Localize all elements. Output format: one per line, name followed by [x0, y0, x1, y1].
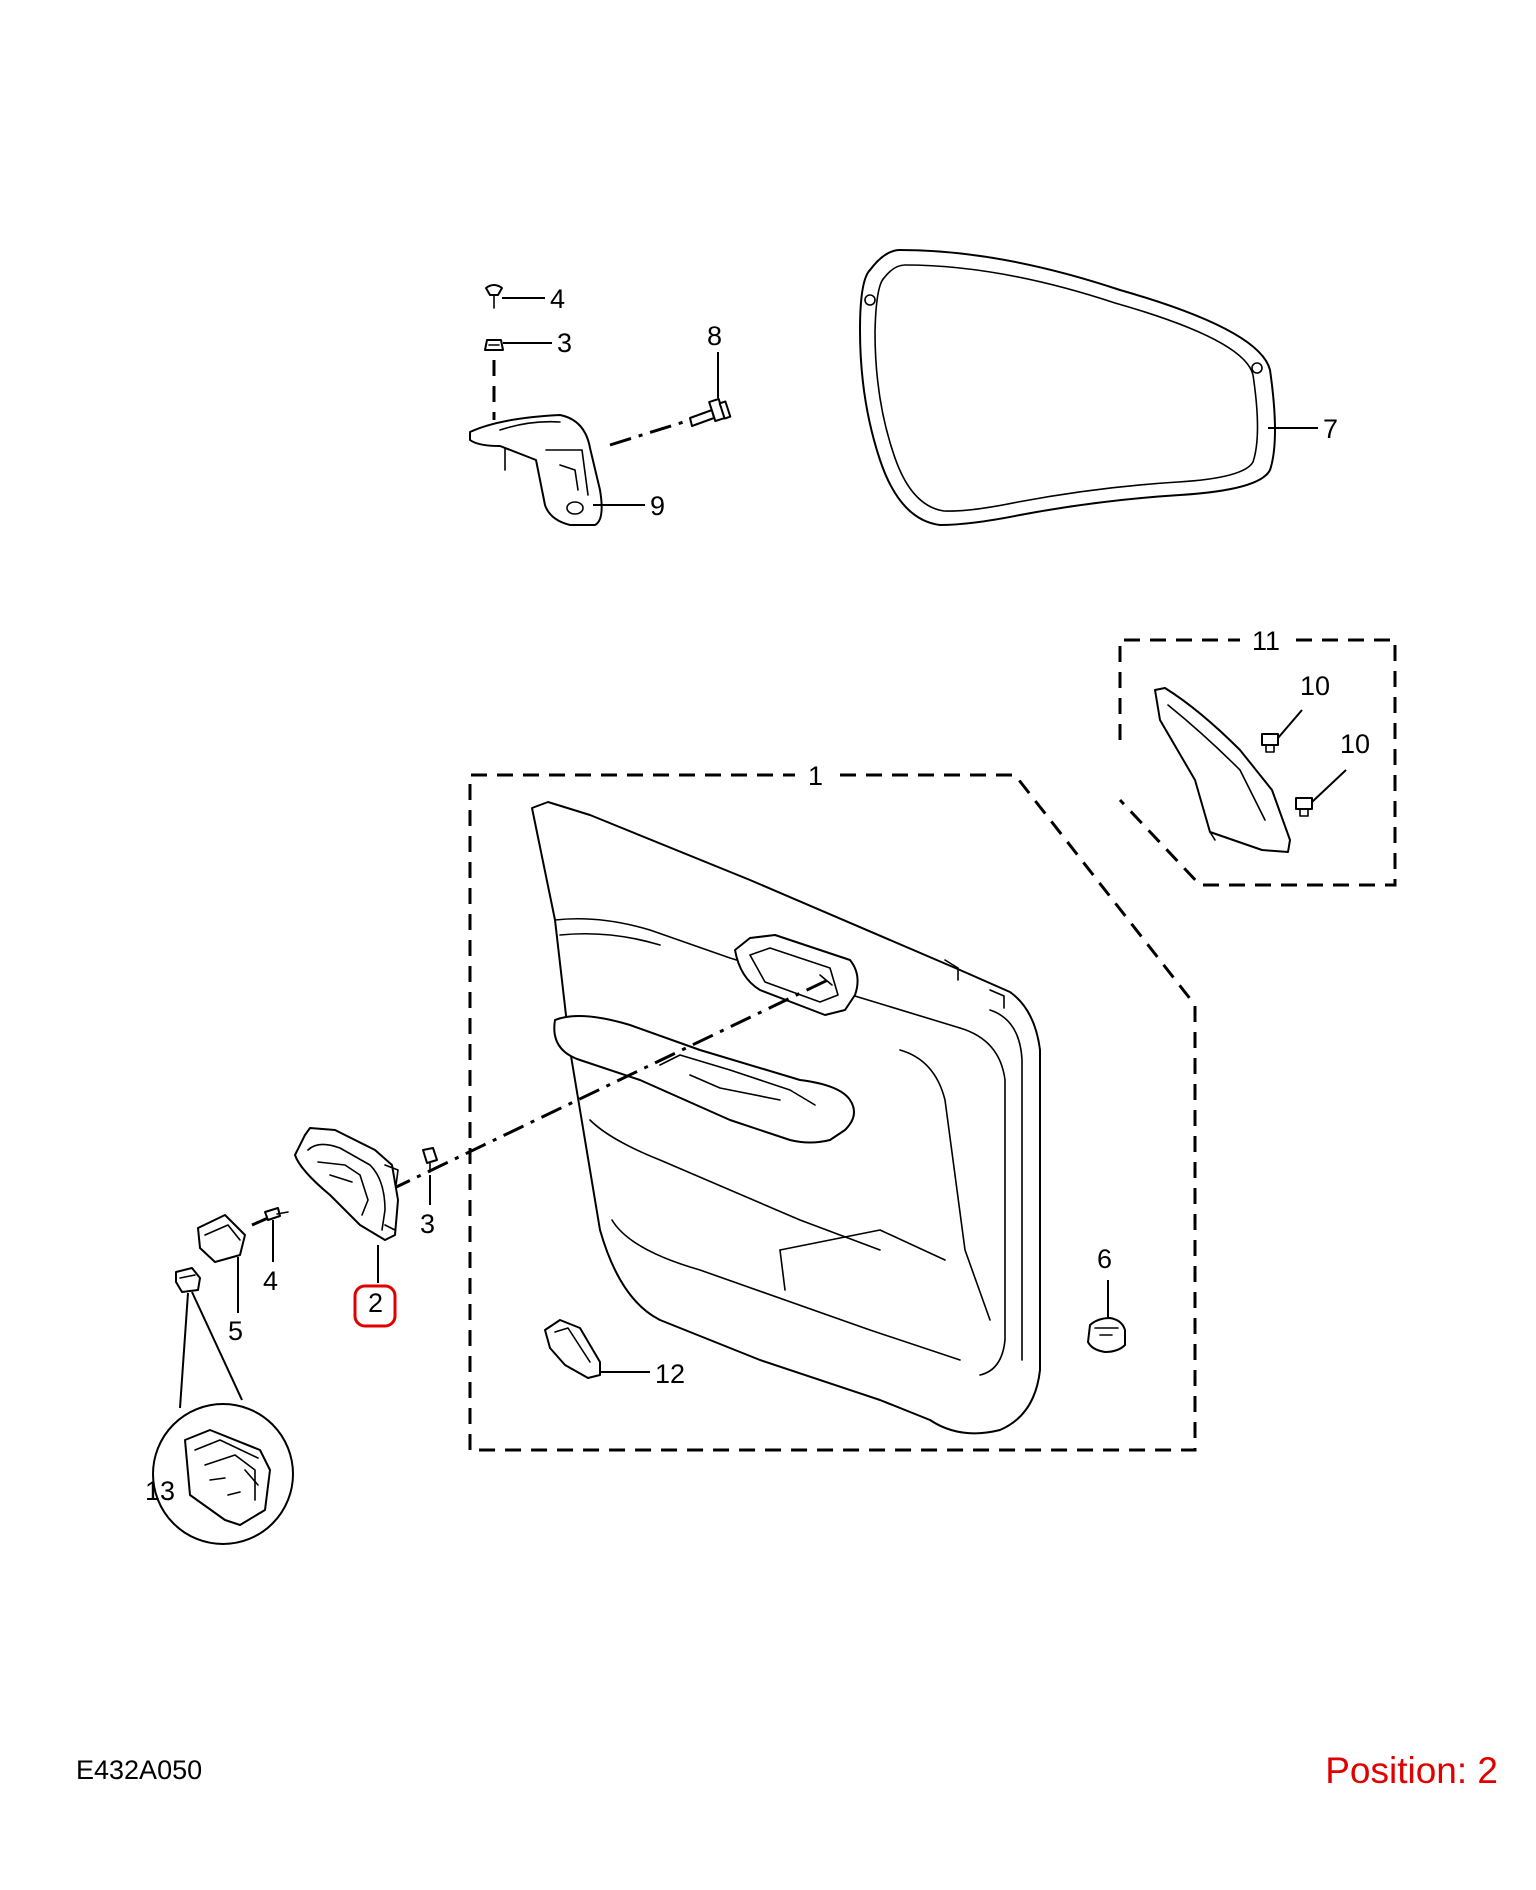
callout-3-lower: 3 — [420, 1209, 435, 1239]
part-10-clip-lower[interactable] — [1295, 797, 1313, 817]
part-1-group-outline — [468, 773, 1197, 1452]
callout-3-top: 3 — [557, 328, 572, 358]
part-8-bolt[interactable] — [609, 397, 732, 447]
part-4-screw-top[interactable] — [485, 284, 503, 309]
part-3-clip-handle[interactable] — [422, 1147, 438, 1173]
part-7-door-seal[interactable] — [859, 249, 1276, 526]
position-label: Position: 2 — [1325, 1750, 1498, 1791]
callout-5: 5 — [228, 1316, 243, 1346]
part-10-clip-upper[interactable] — [1261, 733, 1279, 753]
part-11-group-outline — [1118, 638, 1397, 887]
part-6-retainer[interactable] — [1087, 1317, 1126, 1353]
part-9-bracket[interactable] — [469, 414, 603, 526]
part-5-screw-cover[interactable] — [197, 1214, 246, 1263]
callout-11: 11 — [1252, 626, 1280, 656]
part-13-magnified-view — [152, 1403, 294, 1545]
callout-10-upper: 10 — [1300, 671, 1330, 701]
part-13-switch-small[interactable] — [175, 1267, 201, 1293]
callout-6: 6 — [1097, 1244, 1112, 1274]
callout-8: 8 — [707, 321, 722, 351]
callout-4-lower: 4 — [263, 1266, 278, 1296]
part-12-trim-insert[interactable] — [544, 1319, 601, 1379]
part-4-screw-handle[interactable] — [264, 1207, 289, 1221]
callout-7: 7 — [1323, 414, 1338, 444]
part-3-nut-top[interactable] — [484, 339, 504, 351]
callout-1: 1 — [808, 761, 823, 791]
position-highlight-box — [353, 1284, 397, 1328]
part-1-door-trim-panel[interactable] — [531, 801, 1041, 1435]
callout-12: 12 — [655, 1359, 685, 1389]
callout-2: 2 — [368, 1288, 383, 1318]
reference-code: E432A050 — [76, 1755, 203, 1785]
part-11-trim-piece[interactable] — [1154, 687, 1291, 853]
callout-10-lower: 10 — [1340, 729, 1370, 759]
part-2-inner-handle[interactable] — [294, 1127, 399, 1241]
callout-9: 9 — [650, 491, 665, 521]
callout-13: 13 — [145, 1476, 175, 1506]
callout-4-top: 4 — [550, 284, 565, 314]
